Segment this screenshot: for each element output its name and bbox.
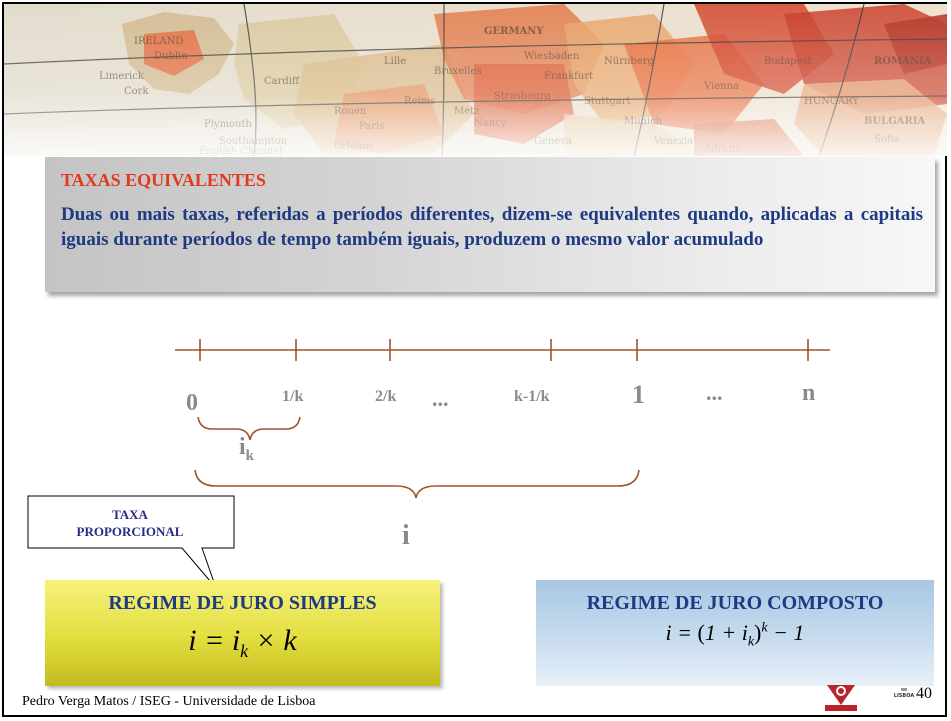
callout-taxa-proporcional: TAXA PROPORCIONAL <box>28 506 232 540</box>
callout-line1: TAXA <box>112 507 148 522</box>
page-number: 40 <box>916 685 932 702</box>
ik-sub: k <box>245 447 255 464</box>
label-ellipsis-1: ... <box>432 386 449 411</box>
brace-i <box>194 469 640 499</box>
map-image: IRELAND Dublin Limerick Cork Plymouth So… <box>4 4 947 156</box>
university-shield-icon <box>901 688 907 691</box>
compound-interest-formula: i = (1 + ik)k − 1 <box>665 620 805 650</box>
label-1: 1 <box>632 380 645 409</box>
callout-line2: PROPORCIONAL <box>76 524 184 539</box>
callout-shape <box>27 495 235 589</box>
compound-interest-box: REGIME DE JURO COMPOSTO i = (1 + ik)k − … <box>536 580 934 686</box>
label-i: i <box>402 520 410 551</box>
label-k1k: k-1/k <box>514 388 550 405</box>
university-logo-caption: LISBOA <box>893 693 915 699</box>
brace-ik <box>197 416 301 441</box>
university-logo: LISBOA <box>893 688 915 708</box>
compound-interest-title: REGIME DE JURO COMPOSTO <box>586 592 884 614</box>
label-2k: 2/k <box>375 388 397 405</box>
definition-box: TAXAS EQUIVALENTES Duas ou mais taxas, r… <box>45 157 935 292</box>
simple-interest-box: REGIME DE JURO SIMPLES i = ik × k <box>45 580 440 686</box>
simple-interest-title: REGIME DE JURO SIMPLES <box>108 592 377 614</box>
iseg-logo <box>825 685 857 711</box>
section-title: TAXAS EQUIVALENTES <box>61 170 266 190</box>
ik-base: i <box>239 434 246 460</box>
label-0: 0 <box>186 390 198 416</box>
simple-interest-formula: i = ik × k <box>188 624 297 661</box>
label-n: n <box>802 380 816 406</box>
label-ik: ik <box>239 434 254 465</box>
label-ellipsis-2: ... <box>706 380 723 405</box>
map-banner: IRELAND Dublin Limerick Cork Plymouth So… <box>4 4 947 156</box>
footer-author: Pedro Verga Matos / ISEG - Universidade … <box>22 694 316 709</box>
definition-text: Duas ou mais taxas, referidas a períodos… <box>61 204 923 250</box>
label-1k: 1/k <box>282 388 304 405</box>
